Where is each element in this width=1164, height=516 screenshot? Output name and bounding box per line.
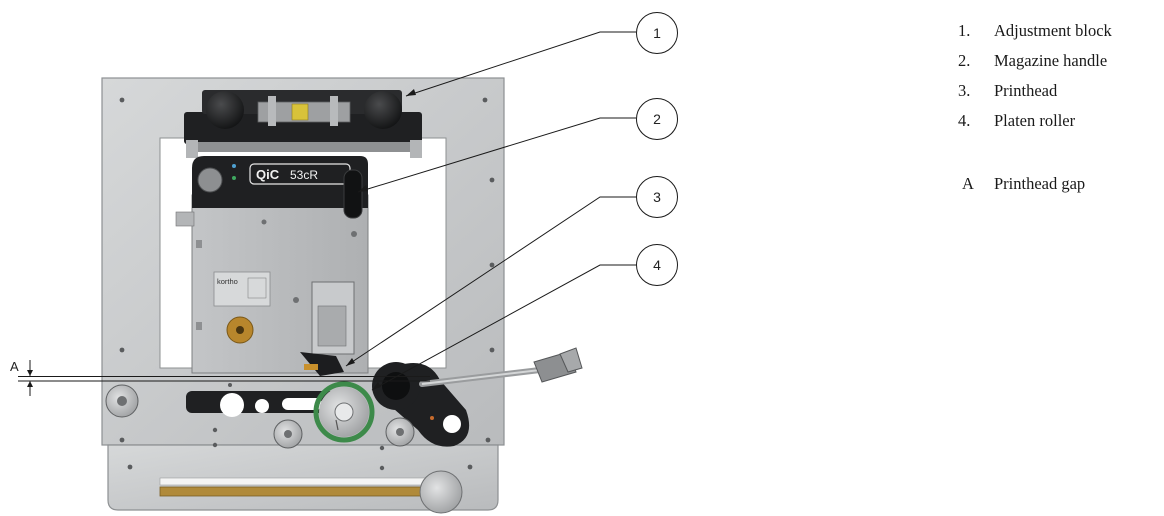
legend-text: Printhead gap (994, 174, 1086, 193)
callout-leaders (345, 31, 636, 391)
callout-number: 3 (653, 189, 661, 205)
legend-item-printhead: 3. Printhead (958, 80, 1164, 110)
callout-4: 4 (636, 244, 678, 286)
legend-key: A (962, 174, 974, 193)
lower-frame (186, 391, 336, 417)
callout-arrows (346, 89, 416, 390)
pressure-arm (372, 362, 543, 447)
legend: 1. Adjustment block 2. Magazine handle 3… (958, 20, 1164, 203)
callout-number: 4 (653, 257, 661, 273)
callout-2: 2 (636, 98, 678, 140)
legend-text: Magazine handle (994, 51, 1108, 70)
callout-3: 3 (636, 176, 678, 218)
legend-text: Platen roller (994, 111, 1076, 130)
legend-item-printhead-gap: A Printhead gap (958, 173, 1164, 203)
media-path (18, 376, 430, 382)
serial-connector (533, 347, 583, 383)
callout-1: 1 (636, 12, 678, 54)
guide-rollers (105, 384, 415, 449)
device-logo: QiC (256, 167, 280, 182)
legend-item-adjustment-block: 1. Adjustment block (958, 20, 1164, 50)
legend-key: 1. (958, 21, 971, 40)
printhead-gap-dimension: A (10, 359, 33, 396)
plate-holes (119, 97, 495, 471)
legend-item-magazine-handle: 2. Magazine handle (958, 50, 1164, 80)
adjustment-block (184, 90, 422, 158)
legend-key: 4. (958, 111, 971, 130)
legend-text: Adjustment block (994, 21, 1112, 40)
printhead-magazine: QiC 53cR kortho (175, 156, 369, 376)
device-model: 53cR (290, 168, 318, 182)
legend-key: 3. (958, 81, 971, 100)
legend-item-platen-roller: 4. Platen roller (958, 110, 1164, 140)
legend-text: Printhead (994, 81, 1058, 100)
callout-number: 1 (653, 25, 661, 41)
platen-roller (313, 381, 375, 443)
maker-plate-label: kortho (217, 277, 238, 286)
legend-key: 2. (958, 51, 971, 70)
callout-number: 2 (653, 111, 661, 127)
dimension-label-a: A (10, 359, 19, 374)
